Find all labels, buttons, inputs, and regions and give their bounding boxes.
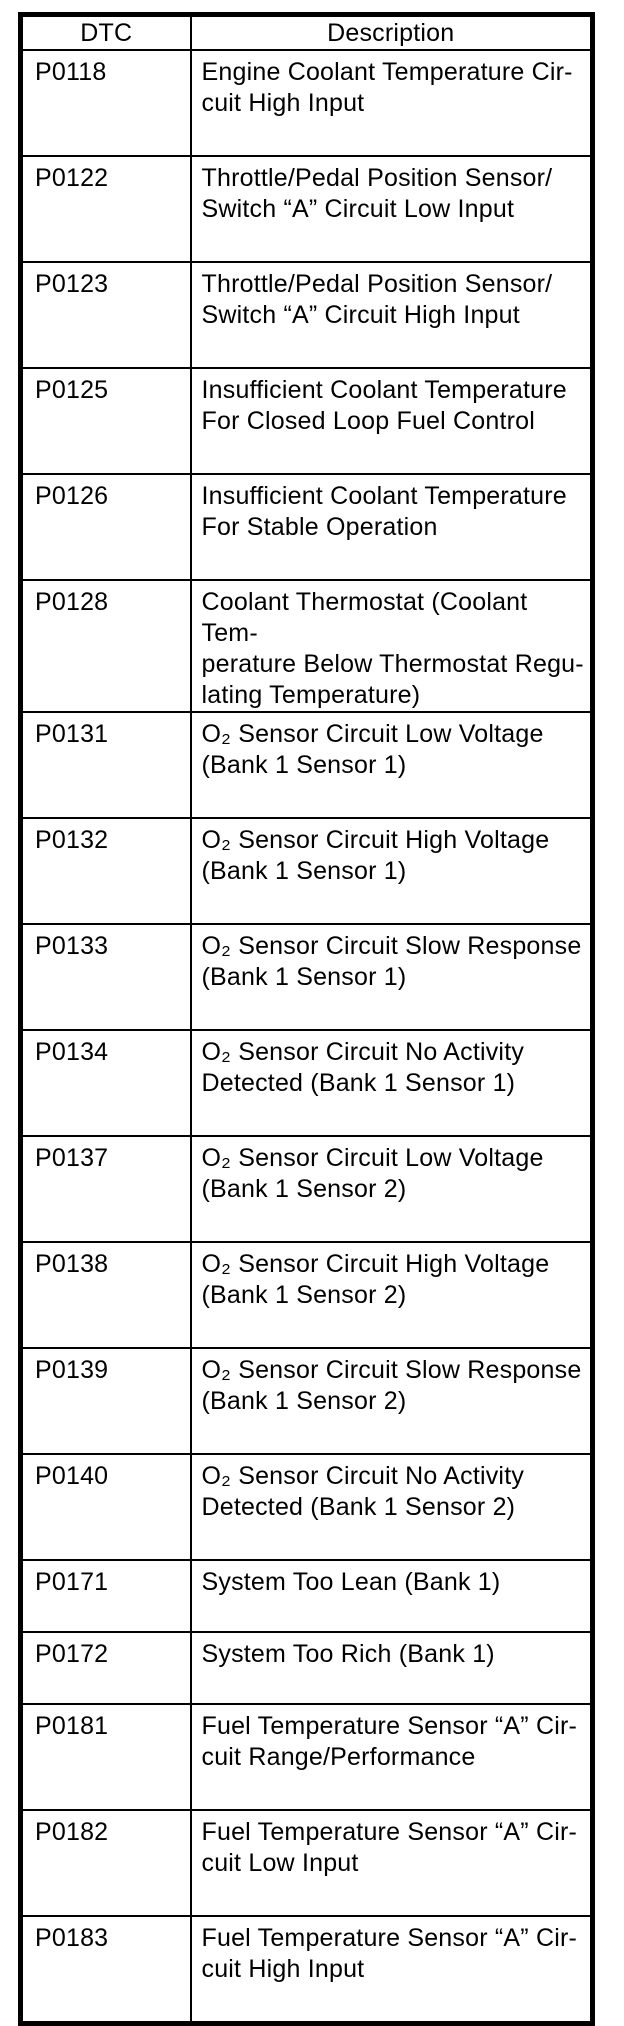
dtc-description: Fuel Temperature Sensor “A” Cir- cuit Lo… xyxy=(189,1809,594,1917)
dtc-code: P0134 xyxy=(19,1029,192,1137)
dtc-description: O₂ Sensor Circuit High Voltage (Bank 1 S… xyxy=(189,817,594,925)
dtc-description: System Too Lean (Bank 1) xyxy=(189,1559,594,1633)
dtc-description: Insufficient Coolant Temperature For Clo… xyxy=(189,367,594,475)
dtc-code: P0183 xyxy=(19,1915,192,2025)
dtc-table-header: DTC Description xyxy=(19,13,594,51)
dtc-description: Fuel Temperature Sensor “A” Cir- cuit Ra… xyxy=(189,1703,594,1811)
dtc-description: O₂ Sensor Circuit No Activity Detected (… xyxy=(189,1029,594,1137)
dtc-code: P0131 xyxy=(19,711,192,819)
dtc-code: P0172 xyxy=(19,1631,192,1705)
dtc-description: O₂ Sensor Circuit No Activity Detected (… xyxy=(189,1453,594,1561)
column-header-description: Description xyxy=(189,13,594,51)
dtc-description: O₂ Sensor Circuit Low Voltage (Bank 1 Se… xyxy=(189,1135,594,1243)
dtc-code: P0138 xyxy=(19,1241,192,1349)
dtc-code: P0171 xyxy=(19,1559,192,1633)
dtc-code: P0132 xyxy=(19,817,192,925)
column-header-dtc: DTC xyxy=(19,13,192,51)
dtc-description: Engine Coolant Temperature Cir- cuit Hig… xyxy=(189,49,594,157)
dtc-code: P0181 xyxy=(19,1703,192,1811)
dtc-code: P0137 xyxy=(19,1135,192,1243)
dtc-description: Throttle/Pedal Position Sensor/ Switch “… xyxy=(189,155,594,263)
dtc-code: P0139 xyxy=(19,1347,192,1455)
dtc-description: Fuel Temperature Sensor “A” Cir- cuit Hi… xyxy=(189,1915,594,2025)
dtc-code: P0118 xyxy=(19,49,192,157)
dtc-code: P0182 xyxy=(19,1809,192,1917)
dtc-description: System Too Rich (Bank 1) xyxy=(189,1631,594,1705)
dtc-description: O₂ Sensor Circuit Slow Response (Bank 1 … xyxy=(189,1347,594,1455)
dtc-code: P0128 xyxy=(19,579,192,713)
dtc-description: Insufficient Coolant Temperature For Sta… xyxy=(189,473,594,581)
dtc-code: P0140 xyxy=(19,1453,192,1561)
dtc-code: P0126 xyxy=(19,473,192,581)
dtc-code: P0125 xyxy=(19,367,192,475)
dtc-code: P0122 xyxy=(19,155,192,263)
dtc-description: O₂ Sensor Circuit Slow Response (Bank 1 … xyxy=(189,923,594,1031)
dtc-description: Coolant Thermostat (Coolant Tem- peratur… xyxy=(189,579,594,713)
header-row: DTC Description xyxy=(19,13,594,51)
dtc-code: P0133 xyxy=(19,923,192,1031)
dtc-description: O₂ Sensor Circuit High Voltage (Bank 1 S… xyxy=(189,1241,594,1349)
dtc-description: O₂ Sensor Circuit Low Voltage (Bank 1 Se… xyxy=(189,711,594,819)
dtc-code: P0123 xyxy=(19,261,192,369)
dtc-description: Throttle/Pedal Position Sensor/ Switch “… xyxy=(189,261,594,369)
